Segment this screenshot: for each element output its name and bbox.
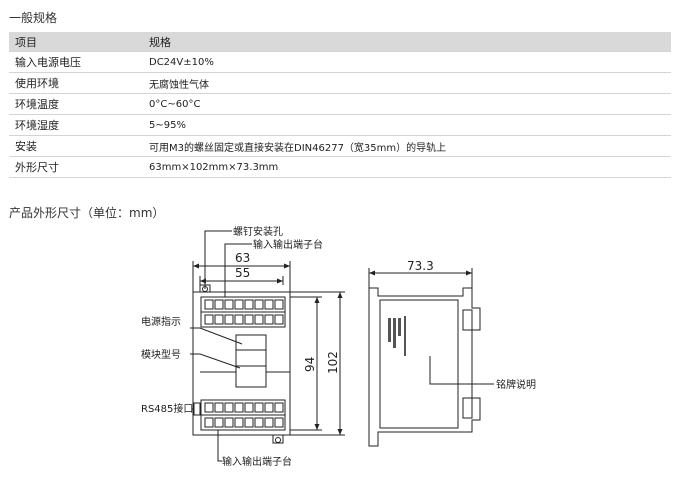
row-item: 外形尺寸 bbox=[9, 156, 143, 178]
row-item: 使用环境 bbox=[9, 72, 143, 94]
screw-hole-bottom bbox=[272, 435, 284, 444]
table-row: 安装 可用M3的螺丝固定或直接安装在DIN46277（宽35mm）的导轨上 bbox=[9, 135, 671, 157]
label-nameplate: 铭牌说明 bbox=[496, 378, 536, 391]
row-spec: 可用M3的螺丝固定或直接安装在DIN46277（宽35mm）的导轨上 bbox=[143, 135, 671, 157]
table-row: 环境温度 0°C~60°C bbox=[9, 93, 671, 115]
row-spec: 0°C~60°C bbox=[143, 93, 671, 115]
row-item: 安装 bbox=[9, 135, 143, 157]
spec-table: 项目 规格 输入电源电压 DC24V±10% 使用环境 无腐蚀性气体 环境温度 … bbox=[9, 32, 671, 178]
leader-io-top bbox=[224, 243, 252, 297]
column-header-item: 项目 bbox=[9, 32, 143, 52]
label-rs485-port: RS485接口 bbox=[141, 402, 193, 415]
dim-73-3: 73.3 bbox=[407, 259, 434, 273]
dimension-section-title: 产品外形尺寸（单位：mm） bbox=[9, 206, 165, 220]
leader-model-number bbox=[190, 353, 241, 369]
row-item: 输入电源电压 bbox=[9, 51, 143, 73]
spec-section-title: 一般规格 bbox=[9, 11, 58, 25]
label-model-number: 模块型号 bbox=[141, 348, 181, 361]
row-spec: 无腐蚀性气体 bbox=[143, 72, 671, 94]
table-row: 环境湿度 5~95% bbox=[9, 114, 671, 136]
dim-102: 102 bbox=[326, 351, 340, 374]
leader-screw-hole bbox=[204, 230, 232, 289]
display-panel bbox=[235, 334, 267, 388]
column-header-spec: 规格 bbox=[143, 32, 671, 52]
table-row: 外形尺寸 63mm×102mm×73.3mm bbox=[9, 156, 671, 178]
side-nameplate-area bbox=[379, 299, 459, 429]
bottom-terminal-screws bbox=[204, 402, 284, 428]
leader-power-indicator bbox=[190, 327, 243, 345]
table-row: 使用环境 无腐蚀性气体 bbox=[9, 72, 671, 94]
row-spec: 63mm×102mm×73.3mm bbox=[143, 156, 671, 178]
row-spec: 5~95% bbox=[143, 114, 671, 136]
front-body-outline bbox=[192, 291, 291, 436]
label-screw-hole: 螺钉安装孔 bbox=[233, 225, 283, 238]
leader-nameplate bbox=[429, 356, 494, 385]
label-io-terminal-bottom: 输入输出端子台 bbox=[222, 455, 292, 468]
dim-63: 63 bbox=[235, 251, 250, 265]
table-row: 输入电源电压 DC24V±10% bbox=[9, 51, 671, 73]
spec-table-header: 项目 规格 bbox=[9, 32, 671, 52]
label-power-indicator: 电源指示 bbox=[141, 315, 181, 328]
side-view bbox=[368, 268, 494, 447]
leader-io-bottom bbox=[217, 430, 222, 462]
row-item: 环境湿度 bbox=[9, 114, 143, 136]
nameplate-marks bbox=[388, 316, 406, 356]
dim-55: 55 bbox=[235, 266, 250, 280]
row-spec: DC24V±10% bbox=[143, 51, 671, 73]
front-view bbox=[190, 230, 345, 462]
top-terminal-screws bbox=[204, 299, 284, 325]
rs485-port-shape bbox=[193, 402, 201, 416]
label-io-terminal-top: 输入输出端子台 bbox=[253, 238, 323, 251]
dim-94: 94 bbox=[303, 357, 317, 372]
row-item: 环境温度 bbox=[9, 93, 143, 115]
